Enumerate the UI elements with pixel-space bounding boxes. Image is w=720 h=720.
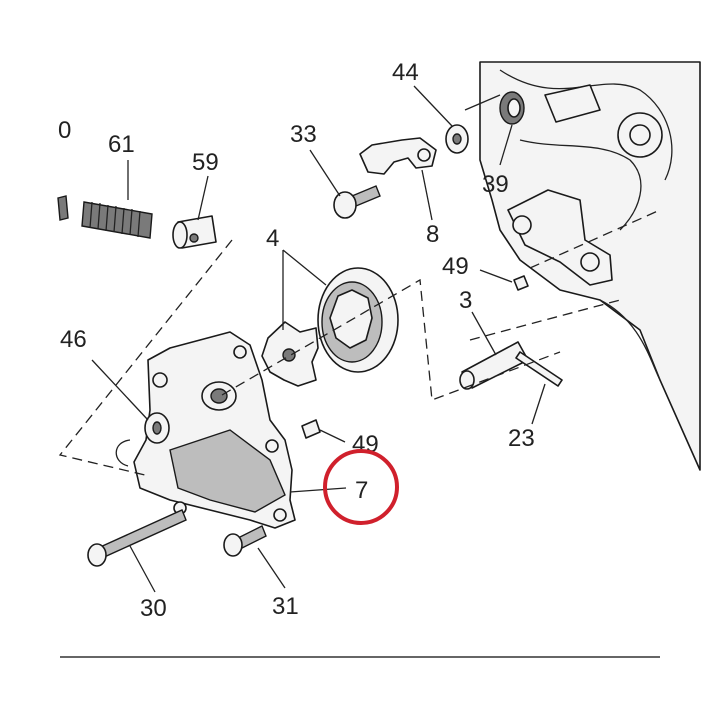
pump-housing-shadow xyxy=(169,429,286,513)
housing-hole-3 xyxy=(265,439,279,453)
washer-46-inner xyxy=(152,421,162,435)
callout-8: 8 xyxy=(426,221,439,248)
leader-59 xyxy=(197,175,209,221)
leader-7 xyxy=(289,487,347,493)
bolt-30-shank xyxy=(97,509,187,559)
housing-hole-4 xyxy=(273,508,287,522)
dash-housing-to-shaft xyxy=(221,278,561,401)
relief-piston xyxy=(172,215,217,249)
dash-piston-to-housing xyxy=(58,239,233,476)
leader-23 xyxy=(531,383,546,425)
housing-bore-center xyxy=(210,388,228,404)
screw-33 xyxy=(333,185,381,219)
pin-23 xyxy=(515,351,563,387)
case-boss-hole xyxy=(629,124,651,146)
leader-lines xyxy=(91,85,546,593)
leader-3 xyxy=(471,311,497,356)
spring-coils xyxy=(89,201,141,238)
dash-shaft-to-case xyxy=(469,299,621,341)
callout-30: 30 xyxy=(140,595,167,622)
leader-8 xyxy=(421,169,433,221)
leader-49-upper xyxy=(479,269,513,283)
leader-4 xyxy=(282,249,327,330)
engine-case-contour-2 xyxy=(519,139,642,231)
leader-39 xyxy=(499,124,513,166)
bracket-8-hole xyxy=(417,148,431,162)
piston-end xyxy=(172,221,188,249)
screw-31-head xyxy=(223,533,243,557)
callout-49-upper: 49 xyxy=(442,253,469,280)
left-edge-part xyxy=(57,195,69,221)
bolt-30 xyxy=(87,509,187,567)
dash-dowel-to-case xyxy=(529,209,661,269)
piston-hole xyxy=(189,233,199,243)
outer-rotor-lobes xyxy=(329,289,373,349)
dowel-49-upper xyxy=(513,275,529,291)
bolt-30-head xyxy=(87,543,107,567)
callout-31: 31 xyxy=(272,593,299,620)
washer-44-inner xyxy=(452,133,462,145)
callout-4: 4 xyxy=(266,225,279,252)
case-shaft xyxy=(544,84,601,123)
engine-case-contour xyxy=(499,69,673,181)
leader-31 xyxy=(257,547,286,589)
callout-3: 3 xyxy=(459,287,472,314)
callout-61: 61 xyxy=(108,131,135,158)
callout-46: 46 xyxy=(60,326,87,353)
leader-46 xyxy=(91,359,149,421)
spring-39-core xyxy=(507,98,521,118)
pump-housing xyxy=(133,331,296,529)
circlip xyxy=(115,439,131,467)
housing-hole-2 xyxy=(233,345,247,359)
leader-44 xyxy=(413,85,453,127)
spring xyxy=(81,201,153,239)
spring-body xyxy=(81,201,153,239)
shaft-3 xyxy=(459,341,563,390)
bracket-8-body xyxy=(359,137,437,175)
leader-33 xyxy=(309,149,341,197)
screw-33-head xyxy=(333,191,357,219)
inner-rotor xyxy=(261,321,319,387)
spring-39-arm xyxy=(464,94,501,111)
housing-hole-1 xyxy=(152,372,168,388)
callout-39: 39 xyxy=(482,171,509,198)
washer-46 xyxy=(144,412,170,444)
lever-arm-hole-2 xyxy=(580,252,600,272)
case-lower-edge xyxy=(599,299,661,381)
callout-44: 44 xyxy=(392,59,419,86)
lever-arm xyxy=(507,189,613,286)
callout-59: 59 xyxy=(192,149,219,176)
dowel-49-lower xyxy=(301,419,321,439)
washer-44 xyxy=(445,124,469,154)
shaft-3-end xyxy=(459,370,475,390)
screw-31 xyxy=(223,525,267,557)
bracket-8 xyxy=(359,137,437,175)
torsion-spring-39 xyxy=(464,91,525,125)
lever-arm-hole-1 xyxy=(512,215,532,235)
highlight-circle xyxy=(323,449,399,525)
callout-7: 7 xyxy=(355,477,368,504)
callout-60-partial: 0 xyxy=(58,117,71,144)
assembly-lines xyxy=(58,209,661,476)
callout-23: 23 xyxy=(508,425,535,452)
leader-30 xyxy=(129,545,156,593)
outer-rotor xyxy=(317,267,399,373)
callout-33: 33 xyxy=(290,121,317,148)
leader-49-lower xyxy=(319,429,346,443)
